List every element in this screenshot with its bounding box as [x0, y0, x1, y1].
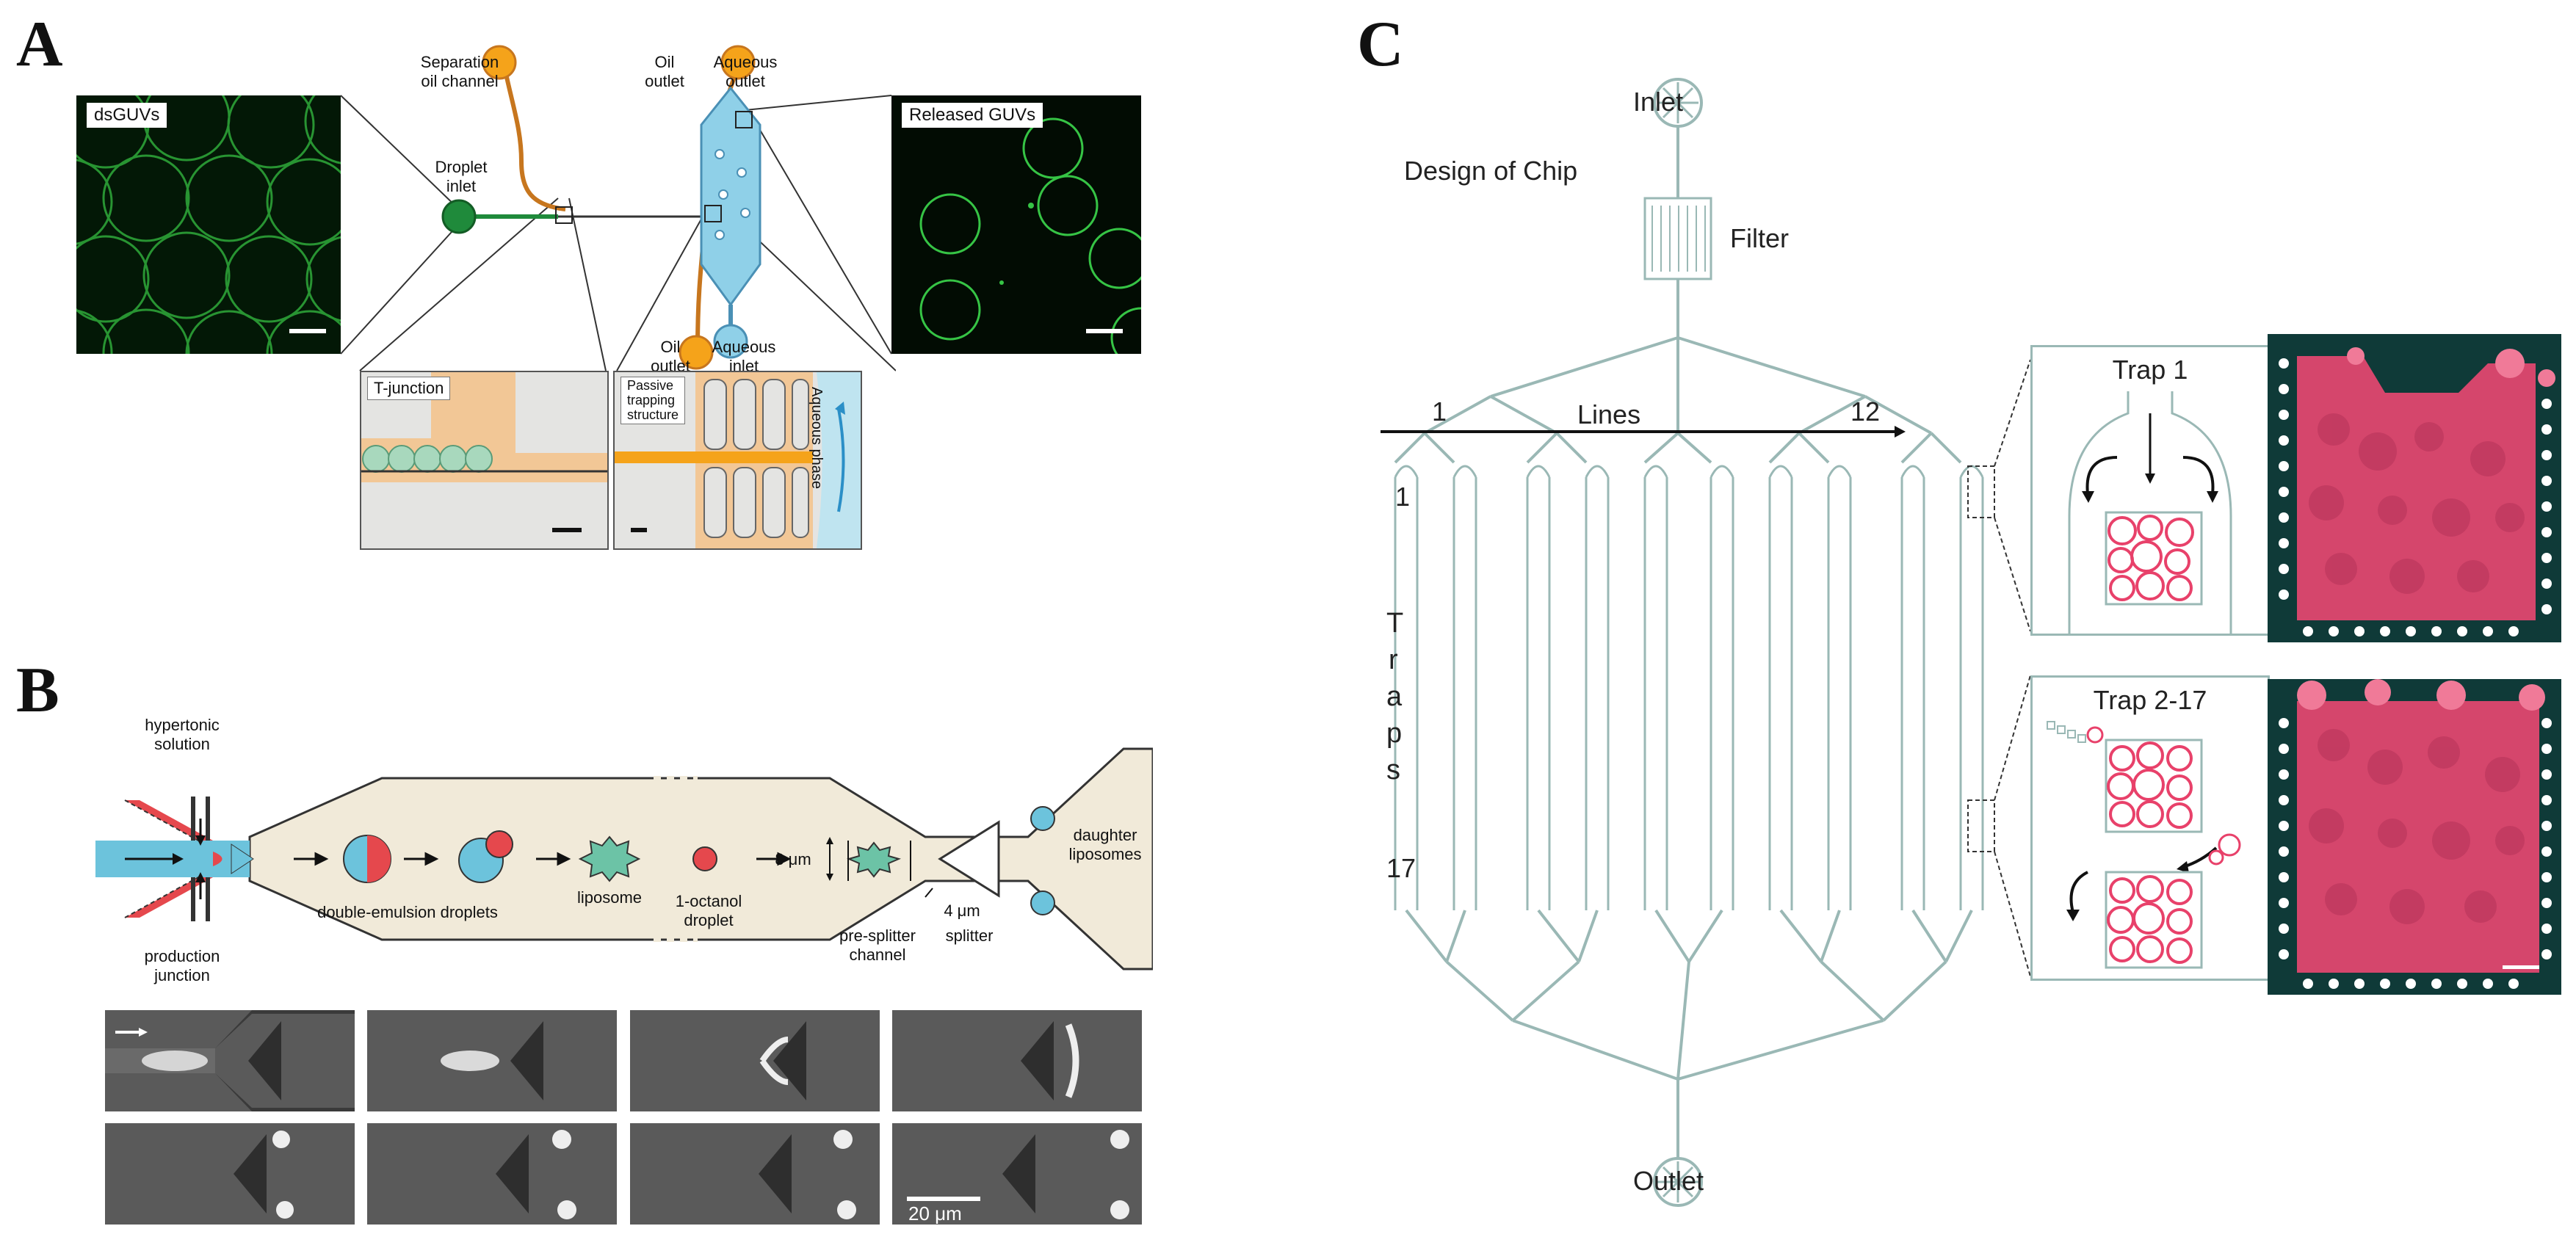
trap-2-17-title: Trap 2-17: [2093, 685, 2207, 715]
frame-1: [105, 1010, 355, 1111]
scale-bar-label: 20 μm: [908, 1202, 962, 1225]
dsguvs-micrograph: dsGUVs: [76, 95, 341, 354]
dsguvs-tag: dsGUVs: [87, 103, 167, 128]
t-junction-tag: T-junction: [367, 377, 451, 400]
channel-width-label: 8 μm: [775, 850, 811, 868]
passive-trapping-tag: Passive trapping structure: [621, 377, 686, 425]
panel-label-c: C: [1357, 9, 1404, 80]
outlet-label: Outlet: [1633, 1166, 1704, 1196]
trap-1-box: Trap 1: [2030, 345, 2270, 636]
frame-5: [105, 1123, 355, 1225]
frame-4: [892, 1010, 1142, 1111]
released-guvs-micrograph: Released GUVs: [891, 95, 1141, 354]
separation-oil-channel-label: Separation oil channel: [420, 53, 499, 91]
line-start-label: 1: [1432, 396, 1447, 427]
frame-2: [367, 1010, 617, 1111]
t-junction-inset: T-junction: [360, 371, 609, 550]
filter-label: Filter: [1730, 223, 1789, 253]
inlet-label: Inlet: [1633, 87, 1684, 117]
trap-start-label: 1: [1395, 482, 1411, 512]
double-emulsion-label: double-emulsion droplets: [317, 903, 498, 921]
traps-letter-1: T: [1386, 608, 1404, 639]
panel-a-chip-diagram: [340, 45, 896, 371]
panel-b-channel-diagram: [95, 747, 1153, 971]
daughter-liposomes-label: daughter liposomes: [1068, 826, 1142, 864]
traps-letter-2: r: [1389, 645, 1398, 675]
passive-trapping-inset: Passive trapping structure Aqueous phase: [613, 371, 862, 550]
trap-1-title: Trap 1: [2112, 355, 2188, 385]
design-of-chip-label: Design of Chip: [1404, 156, 1578, 186]
oil-outlet-top-label: Oil outlet: [645, 53, 684, 91]
production-junction-label: production junction: [144, 947, 220, 985]
trap-2-17-box: Trap 2-17: [2030, 675, 2270, 981]
lines-label: Lines: [1577, 399, 1641, 429]
aqueous-outlet-label: Aqueous outlet: [713, 53, 778, 91]
panel-label-a: A: [16, 9, 63, 80]
traps-letter-5: s: [1386, 755, 1400, 786]
aqueous-phase-label: Aqueous phase: [808, 387, 825, 490]
traps-letter-3: a: [1386, 681, 1403, 712]
frame-6: [367, 1123, 617, 1225]
pre-splitter-label: pre-splitter channel: [839, 926, 916, 965]
gap-width-label: 4 μm: [944, 901, 980, 920]
frame-8: 20 μm: [892, 1123, 1142, 1225]
splitter-label: splitter: [945, 926, 994, 945]
line-end-label: 12: [1850, 396, 1881, 427]
panel-label-b: B: [16, 655, 59, 726]
trap-1-fluorescence-photo: [2268, 334, 2561, 642]
traps-letter-4: p: [1386, 718, 1403, 749]
hypertonic-solution-label: hypertonic solution: [145, 716, 220, 754]
liposome-label: liposome: [576, 888, 643, 907]
released-guvs-tag: Released GUVs: [902, 103, 1043, 128]
frame-7: [630, 1123, 880, 1225]
droplet-inlet-label: Droplet inlet: [435, 158, 488, 196]
trap-end-label: 17: [1386, 853, 1417, 883]
chip-design-diagram: [1381, 78, 2247, 1207]
octanol-droplet-label: 1-octanol droplet: [675, 892, 742, 930]
frame-3: [630, 1010, 880, 1111]
trap-2-17-fluorescence-photo: [2268, 679, 2561, 995]
